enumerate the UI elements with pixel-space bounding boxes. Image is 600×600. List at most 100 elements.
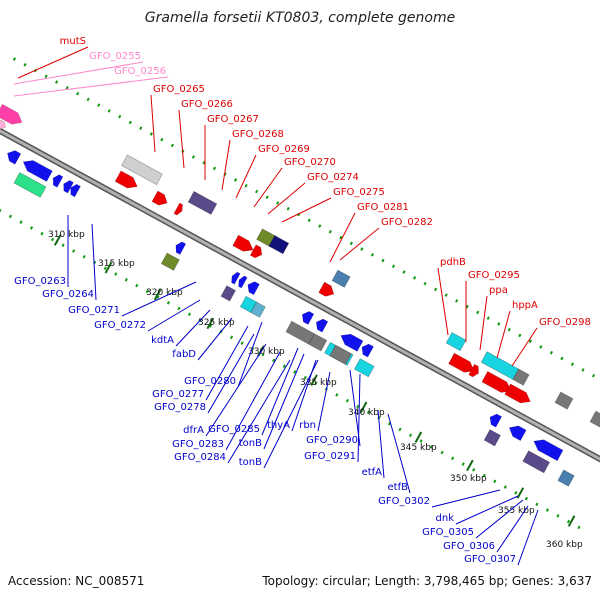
reverse-gene-label: GFO_0306 <box>443 541 495 552</box>
reverse-gene-label: GFO_0284 <box>174 452 226 463</box>
label-leader <box>150 94 156 153</box>
forward-cog-box <box>480 351 520 380</box>
forward-gene-label: GFO_0267 <box>207 114 259 125</box>
reverse-gene-label: dfrA <box>183 425 204 436</box>
topology-text: Topology: circular; Length: 3,798,465 bp… <box>261 574 592 588</box>
reverse-gene-label: GFO_0280 <box>184 376 236 387</box>
forward-cog-box <box>445 332 467 352</box>
label-leader <box>317 371 331 432</box>
forward-cds-arrow <box>448 352 475 373</box>
label-leader <box>207 333 255 414</box>
reverse-cds-arrow <box>361 343 374 358</box>
reverse-cds-arrow <box>7 150 22 165</box>
scale-tick <box>53 234 62 246</box>
forward-cog-box <box>554 391 574 410</box>
forward-gene-label: GFO_0269 <box>258 144 310 155</box>
rna-gene-label: GFO_0256 <box>114 66 166 77</box>
gene-labels: mutSGFO_0255GFO_0256GFO_0265GFO_0266GFO_… <box>14 36 591 565</box>
rna-arrow <box>0 119 6 130</box>
genome-backbone <box>0 127 600 463</box>
reverse-gene-label: GFO_0291 <box>304 451 356 462</box>
label-leader <box>475 499 524 539</box>
forward-cds-arrow <box>318 281 335 297</box>
reverse-gene-label: GFO_0272 <box>94 320 146 331</box>
scale-label: 330 kbp <box>248 347 285 357</box>
reverse-gene-label: etfA <box>362 467 383 478</box>
rna-gene-label: GFO_0255 <box>89 51 141 62</box>
forward-cds-arrow <box>468 363 479 378</box>
scale-label: 325 kbp <box>198 318 235 328</box>
dotted-tracks <box>0 57 600 533</box>
reverse-gene-label: GFO_0264 <box>42 289 94 300</box>
reverse-gene-label: etfB <box>388 482 409 493</box>
label-leader <box>205 343 267 437</box>
label-leader <box>178 109 185 169</box>
reverse-cog-box <box>250 301 266 318</box>
label-leader <box>261 347 299 436</box>
reverse-cog-box <box>239 295 257 313</box>
scale-tick <box>466 459 474 472</box>
scale-label: 345 kbp <box>400 443 437 453</box>
label-leader <box>227 359 291 464</box>
label-leader <box>221 139 231 191</box>
reverse-gene-label: GFO_0285 <box>208 424 260 435</box>
reverse-gene-label: GFO_0263 <box>14 276 66 287</box>
label-leader <box>431 489 501 508</box>
reverse-gene-label: GFO_0278 <box>154 402 206 413</box>
map-title: Gramella forsetii KT0803, complete genom… <box>145 10 455 26</box>
forward-gene-label: pdhB <box>440 257 466 268</box>
scale-tick <box>567 515 576 527</box>
scale-label: 320 kbp <box>146 288 183 298</box>
forward-gene-label: GFO_0266 <box>181 99 233 110</box>
forward-cog-box <box>589 410 600 428</box>
forward-cds-arrow <box>249 244 263 259</box>
scale-label: 360 kbp <box>546 540 583 550</box>
reverse-cds-arrow <box>533 439 564 462</box>
reverse-cds-arrow <box>508 425 527 441</box>
label-leader <box>17 46 89 79</box>
label-leader <box>291 359 317 432</box>
label-leader <box>13 76 169 97</box>
reverse-cds-arrow <box>52 174 64 188</box>
accession-text: Accession: NC_008571 <box>8 574 144 588</box>
reverse-gene-label: thyA <box>267 420 290 431</box>
reverse-gene-label: GFO_0271 <box>68 305 120 316</box>
label-leader <box>225 351 281 451</box>
reverse-gene-label: tonB <box>239 457 262 468</box>
label-leader <box>496 310 511 359</box>
label-leader <box>357 373 361 463</box>
reverse-cog-box <box>557 469 575 487</box>
label-leader <box>175 309 211 347</box>
forward-gene-label: GFO_0265 <box>153 84 205 95</box>
reverse-cog-box <box>220 285 236 302</box>
forward-gene-label: hppA <box>512 300 538 311</box>
forward-cog-box <box>121 154 163 186</box>
reverse-cds-arrow <box>70 183 81 198</box>
rna-arrow <box>0 103 23 125</box>
reverse-gene-label: GFO_0283 <box>172 439 224 450</box>
reverse-gene-label: kdtA <box>151 335 174 346</box>
reverse-gene-label: dnk <box>436 513 455 524</box>
label-leader <box>205 325 249 401</box>
label-leader <box>147 299 201 332</box>
forward-gene-label: GFO_0295 <box>468 270 520 281</box>
forward-gene-label: GFO_0282 <box>381 217 433 228</box>
reverse-cds-arrow <box>63 180 74 194</box>
forward-gene-label: GFO_0281 <box>357 202 409 213</box>
reverse-gene-label: fabD <box>172 349 196 360</box>
forward-cds-arrow <box>173 202 183 216</box>
reverse-gene-label: rbn <box>299 420 316 431</box>
reverse-cog-box <box>483 429 501 447</box>
label-leader <box>496 505 529 553</box>
forward-cds-arrow <box>504 383 531 404</box>
reverse-cog-box <box>522 450 551 474</box>
label-leader <box>13 61 144 85</box>
label-leader <box>437 267 449 336</box>
reverse-gene-label: GFO_0277 <box>152 389 204 400</box>
forward-gene-label: GFO_0298 <box>539 317 591 328</box>
reverse-cog-box <box>329 344 352 365</box>
forward-cog-box <box>268 235 290 255</box>
reverse-cds-arrow <box>301 311 315 325</box>
